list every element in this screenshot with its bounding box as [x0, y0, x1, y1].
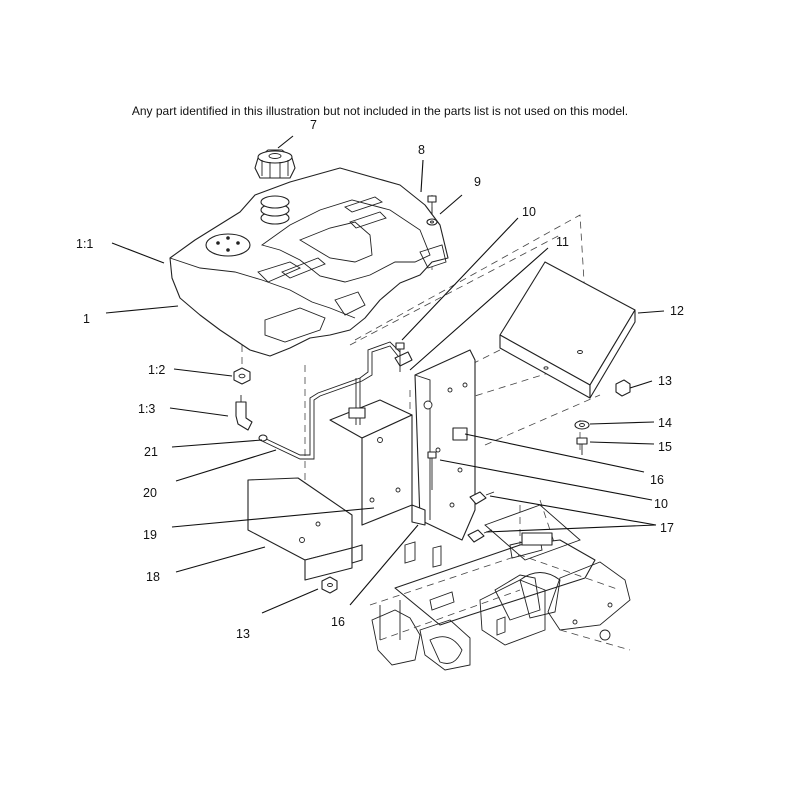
callout-18: 18 — [146, 570, 160, 584]
callout-1: 1 — [83, 312, 90, 326]
callout-13-lower: 13 — [236, 627, 250, 641]
callout-labels: 7 8 9 10 11 1:1 1 12 1:2 1:3 13 14 15 21… — [76, 118, 684, 641]
callout-leaders — [105, 135, 665, 614]
callout-11: 11 — [556, 235, 569, 249]
callout-1-1: 1:1 — [76, 237, 93, 251]
callout-1-2: 1:2 — [148, 363, 165, 377]
callout-12: 12 — [670, 304, 684, 318]
callout-1-3: 1:3 — [138, 402, 155, 416]
callout-8: 8 — [418, 143, 425, 157]
shelf-bracket — [499, 261, 636, 399]
bolt-and-washer-top — [426, 195, 438, 226]
side-panel — [329, 399, 426, 526]
fasteners-right — [574, 379, 631, 455]
callout-7: 7 — [310, 118, 317, 132]
callout-16-lower: 16 — [331, 615, 345, 629]
fuel-line — [261, 341, 413, 460]
bolts-17 — [467, 491, 495, 543]
illustration-note: Any part identified in this illustration… — [131, 104, 629, 118]
callout-10-top: 10 — [522, 205, 536, 219]
fuel-tank — [169, 167, 449, 357]
callout-20: 20 — [143, 486, 157, 500]
callout-19: 19 — [143, 528, 157, 542]
callout-10-lower: 10 — [654, 497, 668, 511]
tank-fittings — [233, 367, 268, 442]
callout-9: 9 — [474, 175, 481, 189]
callout-15: 15 — [658, 440, 672, 454]
chassis-frame — [369, 504, 631, 671]
callout-14: 14 — [658, 416, 672, 430]
callout-21: 21 — [144, 445, 158, 459]
lower-shield — [247, 477, 363, 581]
bolts-10 — [395, 342, 437, 490]
fuel-cap — [254, 149, 296, 179]
callout-17: 17 — [660, 521, 674, 535]
callout-16-right: 16 — [650, 473, 664, 487]
nut-lower — [321, 576, 338, 594]
callout-13-right: 13 — [658, 374, 672, 388]
